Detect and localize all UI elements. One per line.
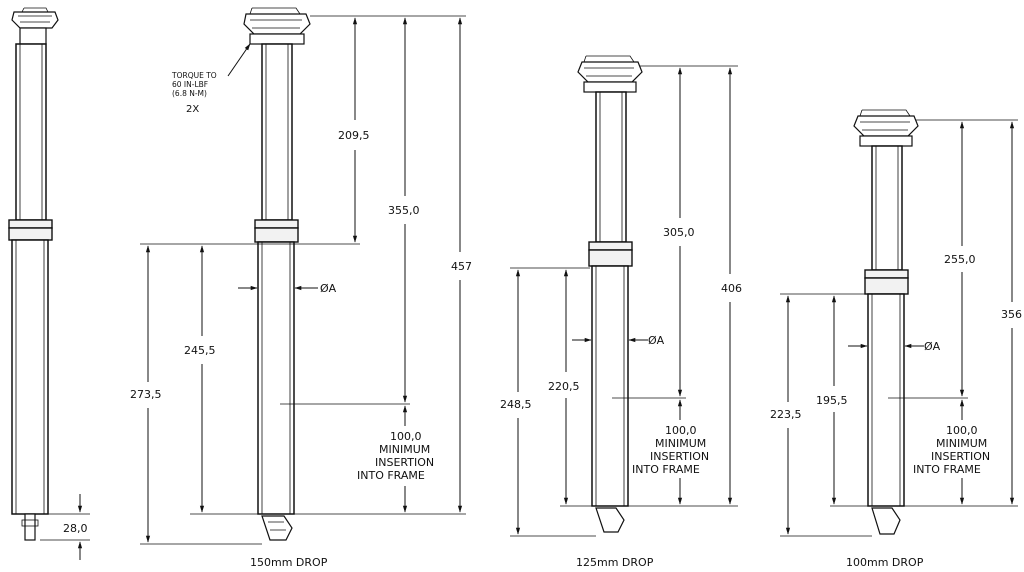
- cable-actuator: [871, 507, 901, 535]
- dimension-28: 28,0: [63, 522, 88, 535]
- lower-tube: [257, 241, 295, 515]
- saddle-clamp-head: [11, 7, 59, 45]
- dimension-209-5: 209,5: [338, 129, 370, 142]
- dimension-245-5: 245,5: [184, 344, 216, 357]
- min-insertion-label-3: INTO FRAME: [357, 469, 425, 482]
- saddle-clamp-head: [243, 7, 311, 45]
- upper-stanchion: [261, 43, 293, 221]
- diameter-label: ØA: [924, 340, 941, 353]
- dimension-355: 355,0: [388, 204, 420, 217]
- torque-note-line-2: 60 IN-LBF: [172, 80, 208, 89]
- saddle-clamp-head: [853, 109, 919, 147]
- upper-stanchion: [595, 91, 627, 243]
- min-insertion-label-1: MINIMUM: [379, 443, 430, 456]
- dimension-223-5: 223,5: [770, 408, 802, 421]
- lower-tube: [867, 293, 905, 507]
- min-insertion-label-1: MINIMUM: [655, 437, 706, 450]
- torque-note-line-4: 2X: [186, 104, 199, 115]
- min-insertion-value: 100,0: [665, 424, 697, 437]
- torque-note-line-3: (6.8 N-M): [172, 89, 207, 98]
- upper-stanchion: [15, 43, 47, 221]
- dimension-406: 406: [721, 282, 742, 295]
- caption-150mm: 150mm DROP: [250, 556, 328, 569]
- collar: [864, 269, 909, 279]
- collar: [254, 219, 299, 229]
- min-insertion-label-3: INTO FRAME: [632, 463, 700, 476]
- min-insertion-label-1: MINIMUM: [936, 437, 987, 450]
- dimension-356: 356: [1001, 308, 1022, 321]
- dimension-305: 305,0: [663, 226, 695, 239]
- seatpost-0: 28,0: [8, 7, 90, 560]
- diameter-label: ØA: [648, 334, 665, 347]
- dimension-195-5: 195,5: [816, 394, 848, 407]
- dimension-220-5: 220,5: [548, 380, 580, 393]
- collar: [588, 241, 633, 251]
- torque-note-line-1: TORQUE TO: [171, 71, 217, 80]
- cable-actuator: [261, 515, 293, 541]
- caption-125mm: 125mm DROP: [576, 556, 654, 569]
- lower-tube: [11, 239, 49, 515]
- cable-actuator: [24, 513, 36, 541]
- seatpost-100mm: 255,0 356 100,0 MINIMUM INSERTION INTO F…: [770, 109, 1022, 569]
- min-insertion-value: 100,0: [946, 424, 978, 437]
- min-insertion-label-2: INSERTION: [375, 456, 434, 469]
- upper-stanchion: [871, 145, 903, 271]
- seatpost-125mm: 305,0 406 100,0 MINIMUM INSERTION INTO F…: [500, 55, 742, 569]
- caption-100mm: 100mm DROP: [846, 556, 924, 569]
- min-insertion-value: 100,0: [390, 430, 422, 443]
- seatpost-150mm: TORQUE TO 60 IN-LBF (6.8 N-M) 2X 209,5 3…: [130, 7, 472, 569]
- collar: [8, 219, 53, 229]
- dimension-457: 457: [451, 260, 472, 273]
- saddle-clamp-head: [577, 55, 643, 93]
- dimension-255: 255,0: [944, 253, 976, 266]
- dimension-273-5: 273,5: [130, 388, 162, 401]
- lower-tube: [591, 265, 629, 507]
- cable-actuator: [595, 507, 625, 533]
- min-insertion-label-2: INSERTION: [650, 450, 709, 463]
- min-insertion-label-3: INTO FRAME: [913, 463, 981, 476]
- dimension-248-5: 248,5: [500, 398, 532, 411]
- min-insertion-label-2: INSERTION: [931, 450, 990, 463]
- diameter-label: ØA: [320, 282, 337, 295]
